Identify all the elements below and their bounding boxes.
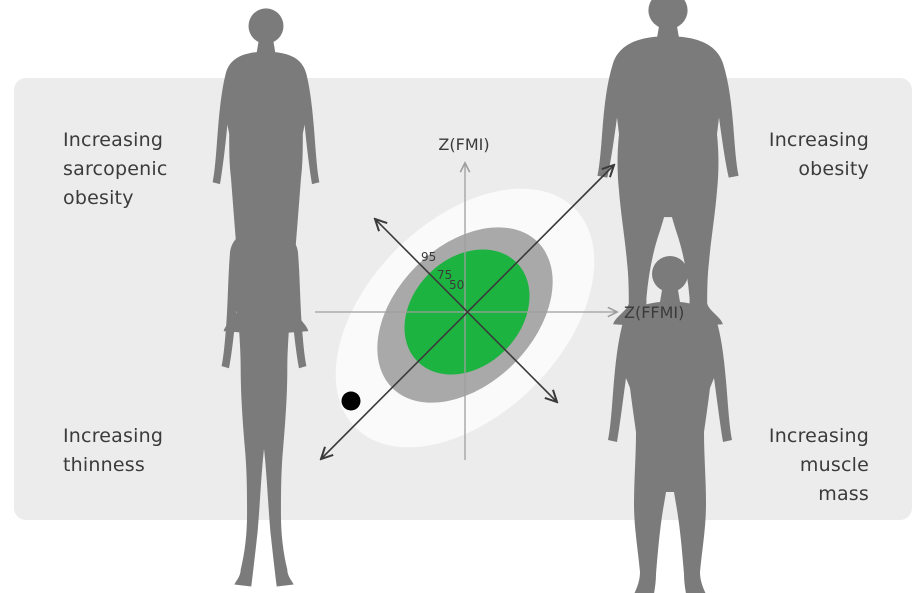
- ffmi-axis-label: Z(FFMI): [624, 303, 684, 322]
- quadrant-label-obesity: Increasing obesity: [769, 126, 869, 184]
- quadrant-label-muscle-mass: Increasing muscle mass: [769, 422, 869, 509]
- fmi-axis-label: Z(FMI): [438, 135, 489, 154]
- individual-point: [342, 392, 361, 411]
- quadrant-label-thinness: Increasing thinness: [63, 422, 163, 480]
- quadrant-label-sarcopenic-obesity: Increasing sarcopenic obesity: [63, 126, 168, 213]
- percentile-50-label: 50: [449, 278, 464, 292]
- percentile-95-label: 95: [421, 250, 436, 264]
- thin-person-silhouette-icon: [222, 185, 307, 587]
